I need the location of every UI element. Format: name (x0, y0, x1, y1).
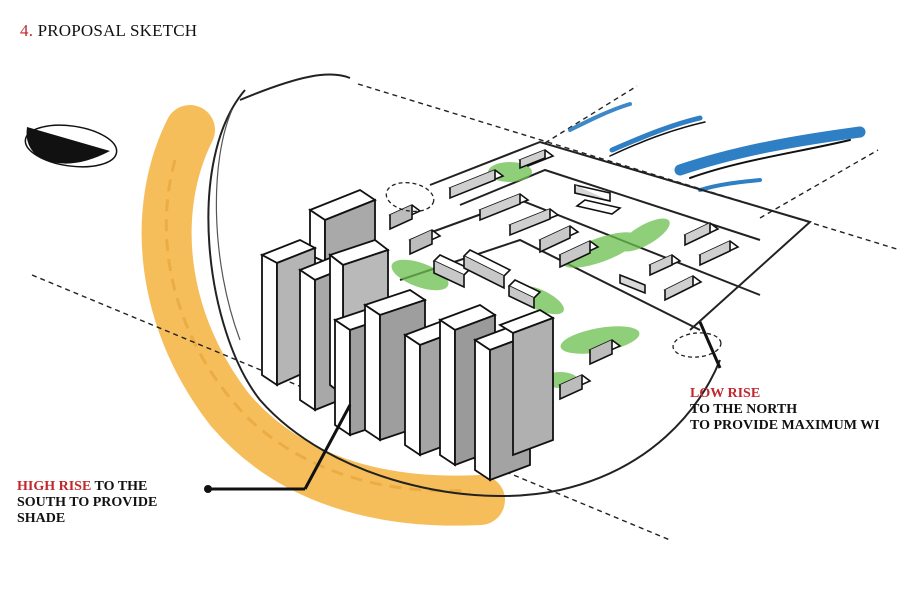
tower (497, 309, 556, 457)
low-rise-annotation: LOW RISE TO THE NORTH TO PROVIDE MAXIMUM… (690, 386, 880, 434)
leader-dot (204, 485, 212, 493)
high-rise-line1: TO THE (91, 479, 148, 494)
title-text: PROPOSAL SKETCH (33, 21, 198, 40)
water-body (568, 102, 866, 192)
leader-lines (208, 321, 722, 491)
low-rise-line3: TO PROVIDE MAXIMUM WI (690, 418, 880, 433)
high-rise-towers (259, 188, 556, 482)
north-arrow-icon (24, 124, 118, 168)
low-rise-highlight: LOW RISE (690, 386, 761, 401)
site-boundary (207, 73, 721, 497)
high-rise-line2: SOUTH TO PROVIDE (17, 495, 158, 510)
sun-path (141, 105, 505, 526)
high-rise-annotation: HIGH RISE TO THE SOUTH TO PROVIDE SHADE (17, 479, 157, 527)
low-rise-line2: TO THE NORTH (690, 402, 798, 417)
high-rise-highlight: HIGH RISE (17, 479, 92, 494)
page-title: 4. PROPOSAL SKETCH (20, 21, 197, 41)
focus-markers (385, 181, 722, 358)
high-rise-line3: SHADE (17, 511, 66, 526)
title-number: 4. (20, 21, 34, 40)
low-rise-blocks (388, 149, 740, 401)
